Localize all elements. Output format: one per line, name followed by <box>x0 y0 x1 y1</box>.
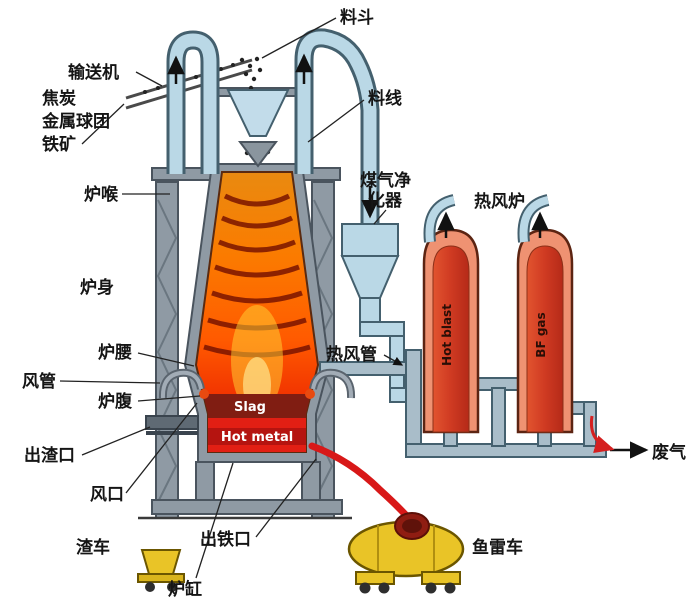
purifier-funnel <box>340 255 400 299</box>
label-waste-gas: 废气 <box>652 442 686 463</box>
torpedo-wheel <box>378 582 390 594</box>
slag-car-wheel <box>167 582 177 592</box>
label-tap-hole: 出铁口 <box>200 529 251 550</box>
torpedo-wheel <box>444 582 456 594</box>
slag-band-label: Slag <box>234 400 266 415</box>
hot-blast-stoves: Hot blast BF gas <box>422 194 649 459</box>
slag-runner <box>145 415 199 430</box>
floor-beam <box>151 499 343 515</box>
riser-pipe <box>405 349 422 457</box>
label-coke: 焦炭 <box>41 88 76 109</box>
leader-tuyere <box>125 402 198 494</box>
label-waist: 炉腰 <box>98 342 132 363</box>
conveyor-belt-top[interactable] <box>125 58 253 100</box>
waste-gas-red-arrow <box>589 415 615 454</box>
purifier-stem <box>359 297 381 325</box>
column-bracing-left <box>156 199 178 503</box>
hearth-leg-right <box>301 461 321 503</box>
leader-hopper <box>261 17 337 59</box>
stove-a-flow-label: Hot blast <box>440 304 454 366</box>
label-slag-car: 渣车 <box>76 537 110 558</box>
label-slag-notch: 出渣口 <box>24 445 75 466</box>
slag-band <box>196 394 318 418</box>
torpedo-car <box>347 512 465 594</box>
text-labels: 料斗 输送机 焦炭 金属球团 铁矿 料线 炉喉 煤气净 化器 热风炉 炉身 炉腰… <box>22 7 686 600</box>
torpedo-wheel <box>359 582 371 594</box>
stove-b-top-pipe <box>519 196 550 243</box>
label-gas-purifier-1: 煤气净 <box>360 170 411 191</box>
label-iron-ore: 铁矿 <box>42 134 76 155</box>
leader-waist <box>137 352 195 367</box>
label-hearth: 炉缸 <box>168 579 202 600</box>
slag-car <box>137 549 185 592</box>
slag-pot <box>140 549 182 575</box>
inter-stove-drop-pipe <box>491 387 506 447</box>
piping-network <box>319 349 607 458</box>
blast-pipe-right-highlight <box>311 370 354 399</box>
label-blast-pipe: 风管 <box>22 371 56 392</box>
vehicles <box>137 512 465 594</box>
molten-iron-stream <box>308 442 415 525</box>
torpedo-wheel <box>425 582 437 594</box>
furnace-contents <box>196 193 318 452</box>
leader-bosh <box>137 395 201 402</box>
tuyere-glow-right <box>305 389 315 399</box>
label-throat: 炉喉 <box>84 184 119 205</box>
leader-stock-line <box>307 99 365 143</box>
stove-a-top-pipe <box>425 196 456 243</box>
purifier-elbow <box>359 321 405 337</box>
label-torpedo-car: 鱼雷车 <box>472 537 523 558</box>
blast-pipe-left-highlight <box>160 370 203 399</box>
leader-purifier <box>373 209 387 225</box>
leader-slag-notch <box>81 426 151 456</box>
label-shaft: 炉身 <box>80 277 114 298</box>
hearth-leg-left <box>195 461 215 503</box>
furnace-bell <box>238 141 278 168</box>
label-stock-line: 料线 <box>368 88 402 109</box>
leader-hearth <box>195 462 234 579</box>
label-bosh: 炉腹 <box>98 391 133 412</box>
label-hopper: 料斗 <box>340 7 374 28</box>
label-conveyor: 输送机 <box>68 62 119 83</box>
leader-blast-pipe <box>59 380 161 384</box>
blast-furnace-body: Slag Hot metal <box>183 163 331 463</box>
label-hot-blast-stove: 热风炉 <box>474 191 525 212</box>
label-gas-purifier-2: 化器 <box>368 190 403 211</box>
tuyere-glow-left <box>199 389 209 399</box>
torpedo-mouth-inner <box>402 519 422 533</box>
charging-system <box>125 28 380 224</box>
slag-car-frame <box>137 573 185 583</box>
leader-tap-hole <box>255 458 317 538</box>
gas-uptake-left <box>169 33 217 174</box>
charging-hopper <box>226 89 290 137</box>
label-hot-blast-main: 热风管 <box>326 344 377 365</box>
hot-metal-label-strip <box>205 428 311 445</box>
stove-b-flow-label: BF gas <box>534 312 548 357</box>
leader-materials <box>81 103 125 145</box>
purifier-top-box <box>341 223 399 257</box>
gas-downcomer <box>297 31 377 224</box>
conveyor-belt-bottom <box>125 68 253 110</box>
torpedo-bogie <box>355 571 395 585</box>
label-tuyere: 风口 <box>90 485 124 505</box>
leader-hot-blast-main <box>383 354 404 366</box>
stove-b-core <box>526 245 564 433</box>
gas-purifier <box>340 223 411 403</box>
leader-lines <box>59 17 404 579</box>
label-metal-pellets: 金属球团 <box>41 111 110 132</box>
leader-conveyor <box>135 71 163 87</box>
torpedo-bogie <box>421 571 461 585</box>
hot-metal-band-label: Hot metal <box>221 430 293 445</box>
slag-car-wheel <box>145 582 155 592</box>
stove-a-core <box>432 245 470 433</box>
slag-runner-shadow <box>146 431 198 435</box>
